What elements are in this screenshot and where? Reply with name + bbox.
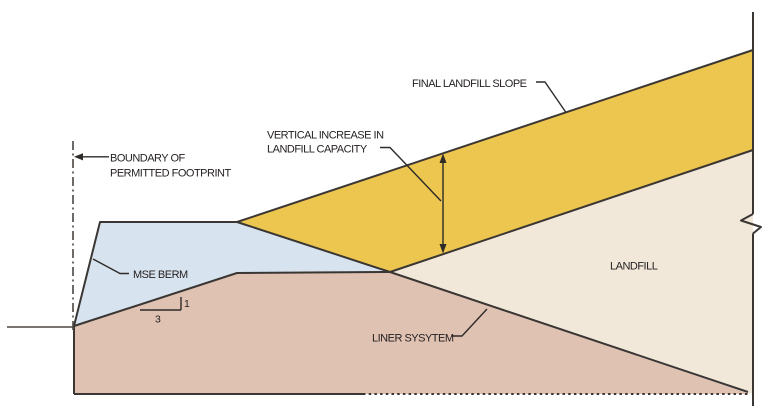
boundary-label-line1: BOUNDARY OF — [110, 153, 186, 165]
text-labels: BOUNDARY OF PERMITTED FOOTPRINT VERTICAL… — [110, 78, 658, 345]
liner-soil-region — [74, 272, 750, 394]
capacity-band-region — [237, 50, 753, 272]
boundary-label-line2: PERMITTED FOOTPRINT — [110, 168, 231, 180]
liner-bench-line — [73, 271, 391, 327]
final-slope-top-line — [236, 49, 754, 223]
landfill-region — [390, 150, 753, 393]
annotations — [74, 81, 567, 337]
old-slope-line — [389, 149, 754, 273]
final-slope-leader — [536, 81, 567, 113]
boundary-arrowhead — [74, 153, 83, 161]
mse-berm-label: MSE BERM — [133, 269, 188, 281]
berm-left-slope-and-crest-line — [73, 221, 237, 327]
landfill-label: LANDFILL — [610, 261, 658, 273]
liner-system-label: LINER SYSYTEM — [372, 333, 454, 345]
mse-berm-leader — [92, 258, 129, 275]
break-symbol — [740, 213, 762, 235]
final-slope-label: FINAL LANDFILL SLOPE — [412, 78, 527, 90]
outlines — [7, 12, 762, 406]
berm-capacity-boundary-line — [236, 221, 391, 273]
capacity-arrowhead-up — [439, 153, 447, 163]
vertical-increase-label-line2: LANDFILL CAPACITY — [267, 144, 368, 156]
capacity-arrowhead-down — [439, 244, 447, 254]
liner-system-leader — [452, 308, 488, 337]
slope-rise-label: 1 — [184, 298, 190, 310]
liner-side-slope-line — [389, 271, 749, 393]
vertical-increase-label-line1: VERTICAL INCREASE IN — [267, 130, 384, 142]
slope-run-label: 3 — [155, 314, 161, 326]
vertical-increase-leader — [380, 146, 442, 202]
